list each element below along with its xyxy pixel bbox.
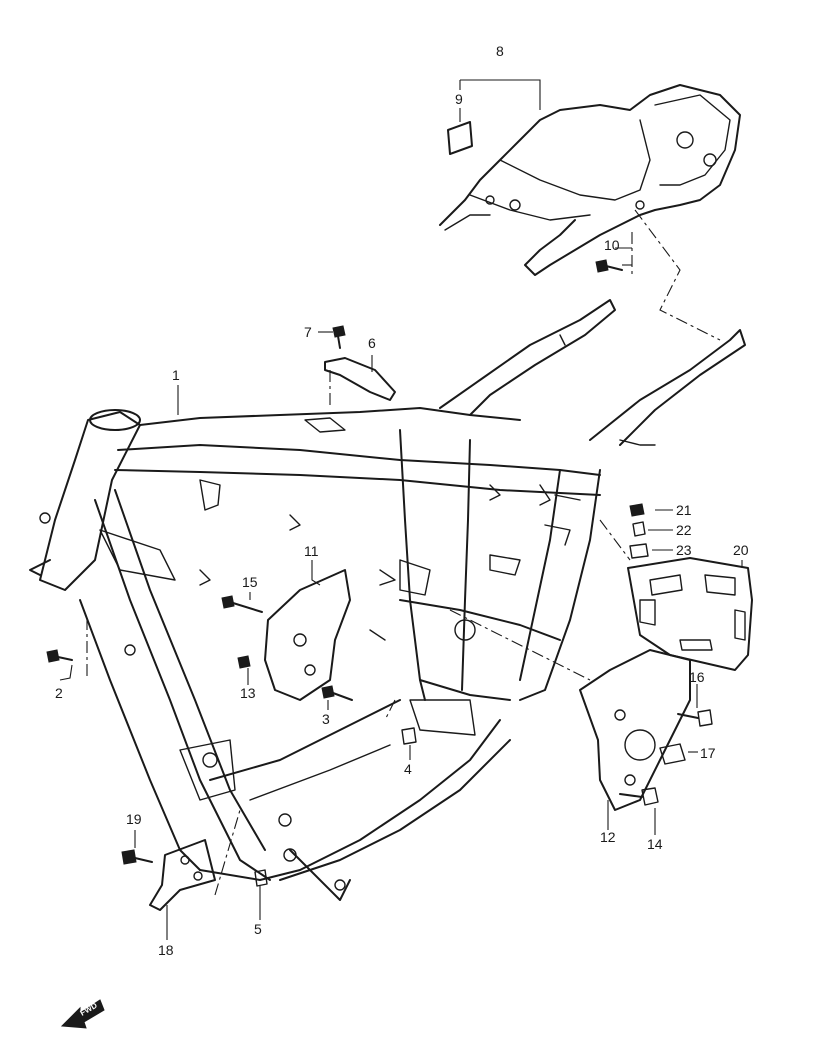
callout-4: 4 <box>404 761 412 777</box>
label-plate <box>447 121 473 155</box>
main-frame <box>29 299 746 901</box>
callout-8: 8 <box>496 43 504 59</box>
fwd-arrow-icon: FWD <box>60 999 105 1029</box>
callout-2: 2 <box>55 685 63 701</box>
assembly-lines <box>86 209 721 896</box>
bolt-7 <box>332 325 346 349</box>
callout-13: 13 <box>240 685 256 701</box>
callout-1: 1 <box>172 367 180 383</box>
callout-10: 10 <box>604 237 620 253</box>
rear-fender-assembly <box>439 84 741 276</box>
hardware <box>46 503 713 887</box>
callout-14: 14 <box>647 836 663 852</box>
callout-15: 15 <box>242 574 258 590</box>
bracket-18 <box>149 839 216 911</box>
callout-5: 5 <box>254 921 262 937</box>
bracket-6 <box>324 357 396 401</box>
callout-11: 11 <box>304 543 319 559</box>
bolt-10 <box>595 259 623 273</box>
engine-mount-11 <box>264 569 351 701</box>
bracket-20 <box>627 557 753 671</box>
callout-16: 16 <box>689 669 705 685</box>
callout-20: 20 <box>733 542 749 558</box>
callout-12: 12 <box>600 829 616 845</box>
callout-19: 19 <box>126 811 142 827</box>
callout-22: 22 <box>676 522 692 538</box>
callout-17: 17 <box>700 745 716 761</box>
callout-labels: 1 2 3 4 5 6 7 8 9 10 11 12 13 14 15 16 1… <box>55 43 749 958</box>
leader-lines <box>59 79 743 940</box>
callout-21: 21 <box>676 502 692 518</box>
callout-6: 6 <box>368 335 376 351</box>
callout-23: 23 <box>676 542 692 558</box>
callout-9: 9 <box>455 91 463 107</box>
callout-18: 18 <box>158 942 174 958</box>
callout-7: 7 <box>304 324 312 340</box>
callout-3: 3 <box>322 711 330 727</box>
engine-mount-12 <box>579 649 691 811</box>
